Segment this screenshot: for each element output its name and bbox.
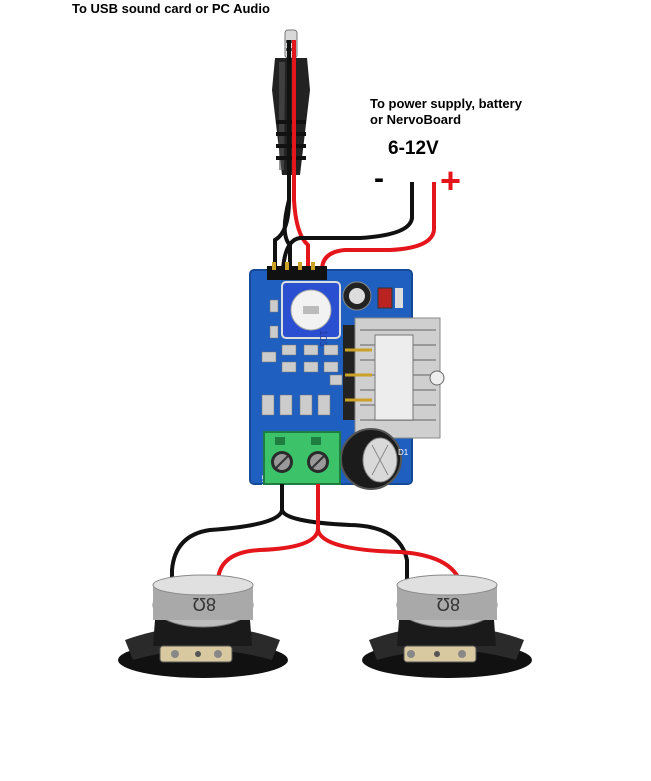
power-label-line2: or NervoBoard — [370, 112, 462, 127]
speaker-text-left: 8Ω — [193, 594, 216, 614]
speaker-icon: 8Ω — [362, 574, 532, 678]
speaker-icon: 8Ω — [118, 574, 288, 678]
out-black-wire-right — [280, 509, 409, 660]
diode-text: D1 — [398, 448, 409, 457]
out-red-wire-left — [216, 484, 320, 660]
jack-red-wire — [292, 40, 310, 270]
speaker-text-right: 8Ω — [437, 594, 460, 614]
power-red-wire — [320, 182, 436, 271]
power-supply-label: To power supply, battery or NervoBoard — [370, 96, 522, 128]
pot-text: 103 — [317, 330, 328, 347]
usb-audio-label: To USB sound card or PC Audio — [72, 1, 270, 16]
amplifier-board-icon: 103 — [249, 262, 445, 492]
power-label-line1: To power supply, battery — [370, 96, 522, 111]
power-black-wire — [281, 182, 414, 271]
plus-sign: + — [440, 160, 462, 201]
out-black-wire-left — [170, 484, 284, 660]
voltage-label: 6-12V — [388, 138, 439, 159]
minus-sign: - — [374, 162, 384, 195]
